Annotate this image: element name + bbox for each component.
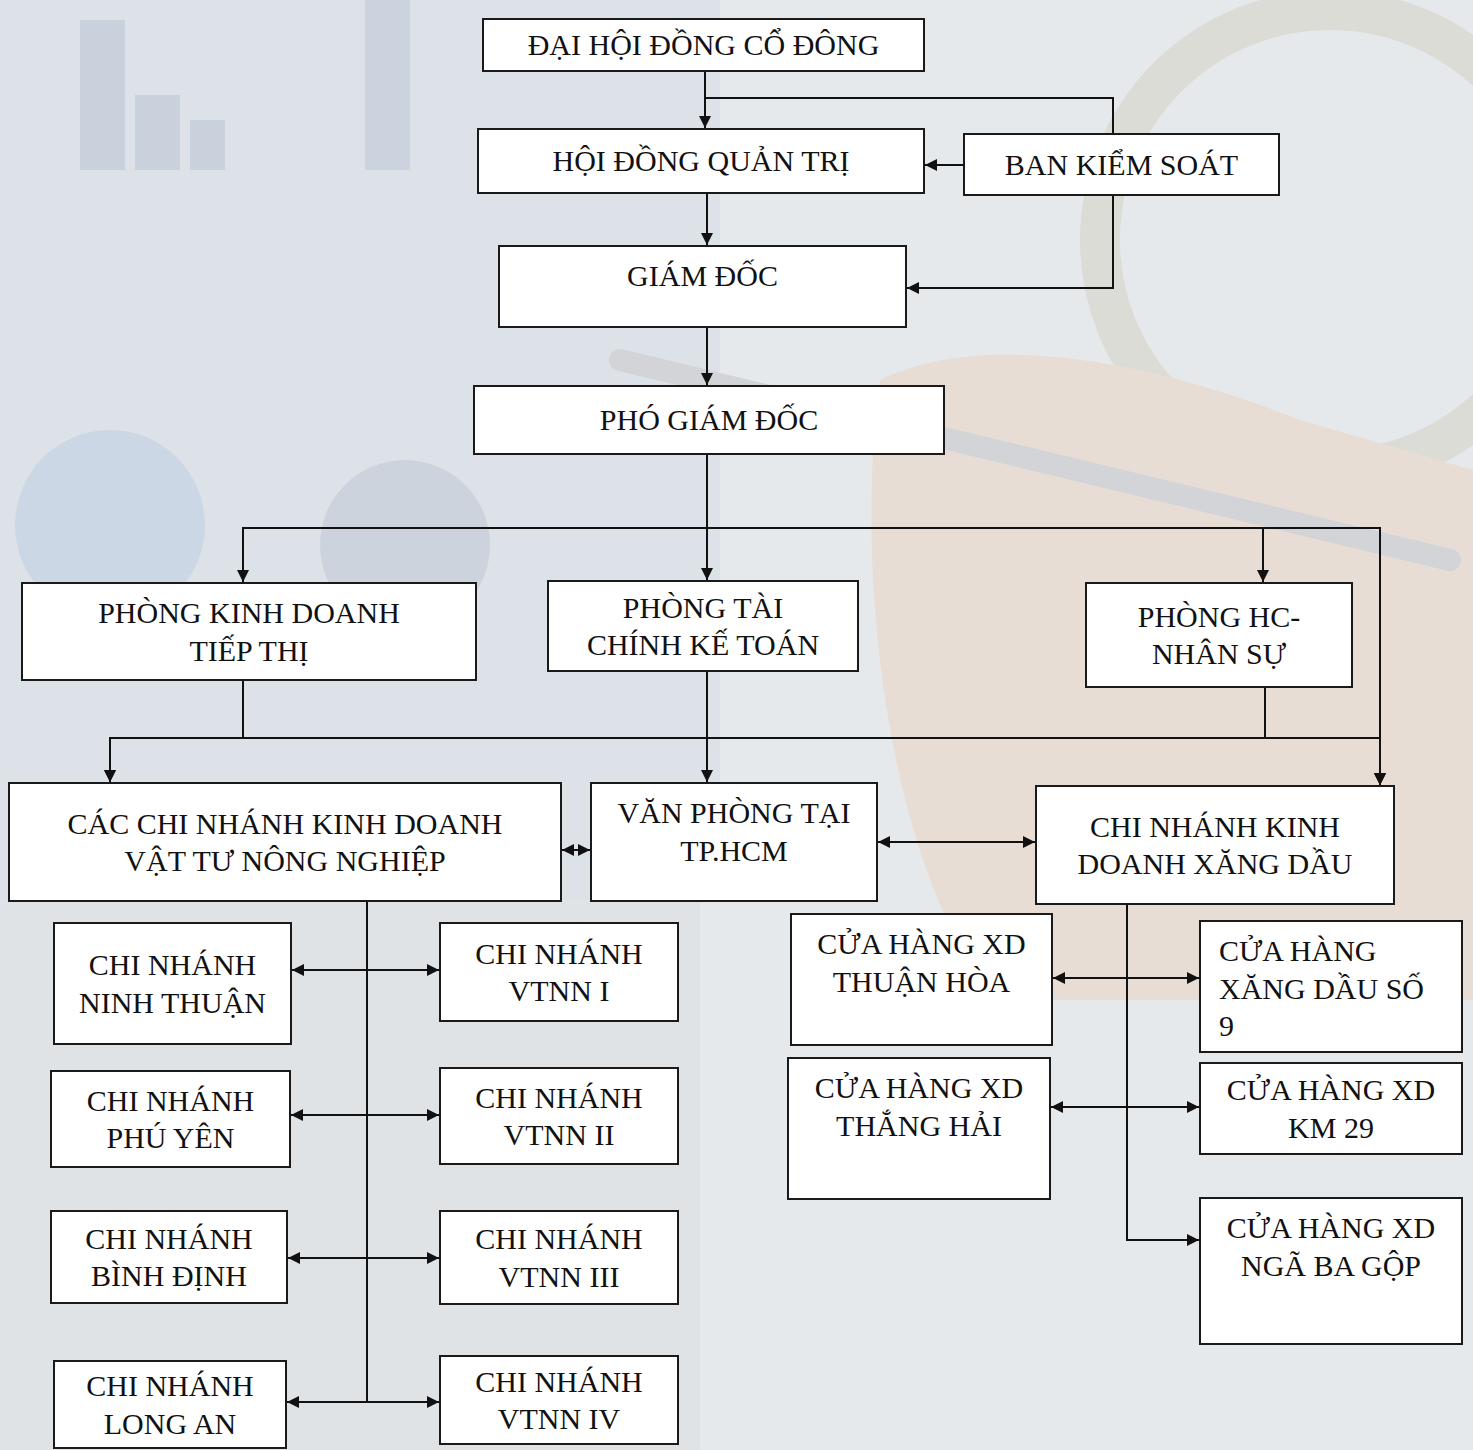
box-label: PHÒNG TÀI CHÍNH KẾ TOÁN [581, 589, 826, 664]
org-connector [925, 164, 963, 166]
org-box: CHI NHÁNH PHÚ YÊN [50, 1070, 291, 1168]
box-label: HỘI ĐỒNG QUẢN TRỊ [553, 142, 850, 180]
box-label: CỬA HÀNG XD KM 29 [1219, 1071, 1444, 1146]
box-label: CỬA HÀNG XD NGÃ BA GỘP [1219, 1209, 1444, 1284]
org-connector [706, 328, 708, 385]
org-connector [907, 196, 1113, 288]
box-label: PHÒNG HC- NHÂN SỰ [1109, 598, 1329, 673]
org-box: CỬA HÀNG XD NGÃ BA GỘP [1199, 1197, 1463, 1345]
box-label: CHI NHÁNH NINH THUẬN [73, 946, 273, 1021]
org-connector [367, 902, 439, 1258]
org-connector [707, 455, 1263, 582]
org-box: ĐẠI HỘI ĐỒNG CỔ ĐÔNG [482, 18, 925, 72]
org-box: PHÒNG KINH DOANH TIẾP THỊ [21, 582, 477, 681]
box-label: CỬA HÀNG XD THUẬN HÒA [809, 925, 1034, 1000]
chart-bar [80, 20, 125, 170]
org-connector [110, 688, 1265, 782]
box-label: GIÁM ĐỐC [627, 257, 778, 295]
org-box: GIÁM ĐỐC [498, 245, 907, 328]
org-connector [1127, 905, 1199, 978]
box-label: CHI NHÁNH VTNN I [459, 935, 659, 1010]
org-box: HỘI ĐỒNG QUẢN TRỊ [477, 128, 925, 194]
org-connector [1051, 905, 1127, 1107]
org-connector [292, 902, 367, 970]
org-box: CỬA HÀNG XD THẮNG HẢI [787, 1057, 1051, 1200]
box-label: PHÓ GIÁM ĐỐC [600, 401, 818, 439]
org-connector [1265, 688, 1380, 785]
org-connector [243, 681, 1380, 785]
box-label: PHÒNG KINH DOANH TIẾP THỊ [79, 594, 419, 669]
org-box: CỬA HÀNG XD KM 29 [1199, 1062, 1463, 1155]
chart-bar [365, 0, 410, 170]
keyboard-area [0, 900, 700, 1450]
org-connector [288, 902, 367, 1258]
org-connector [367, 902, 439, 1402]
org-box: CHI NHÁNH VTNN II [439, 1067, 679, 1165]
box-label: CHI NHÁNH VTNN II [459, 1079, 659, 1154]
org-box: CHI NHÁNH VTNN III [439, 1210, 679, 1305]
box-label: CHI NHÁNH VTNN IV [459, 1363, 659, 1438]
org-box: CHI NHÁNH NINH THUẬN [53, 922, 292, 1045]
org-box: BAN KIỂM SOÁT [963, 133, 1280, 196]
org-connector [706, 194, 708, 245]
org-connector [367, 902, 439, 970]
box-label: CHI NHÁNH BÌNH ĐỊNH [69, 1220, 269, 1295]
org-connector [705, 72, 1113, 133]
org-connector [367, 902, 439, 1115]
org-box: CỬA HÀNG XD THUẬN HÒA [790, 913, 1053, 1046]
box-label: BAN KIỂM SOÁT [1005, 146, 1238, 184]
org-box: CHI NHÁNH VTNN I [439, 922, 679, 1022]
org-connector [706, 672, 708, 782]
box-label: CỬA HÀNG XD THẮNG HẢI [807, 1069, 1032, 1144]
box-label: ĐẠI HỘI ĐỒNG CỔ ĐÔNG [528, 26, 880, 64]
connector-group [110, 72, 1380, 1402]
org-connector [1127, 905, 1199, 1107]
org-connector [110, 681, 243, 782]
box-label: CÁC CHI NHÁNH KINH DOANH VẬT TƯ NÔNG NGH… [50, 805, 520, 880]
org-box: CHI NHÁNH KINH DOANH XĂNG DẦU [1035, 785, 1395, 905]
org-connector [562, 849, 590, 851]
box-label: CỬA HÀNG XĂNG DẦU SỐ 9 [1219, 932, 1434, 1045]
chart-bar [135, 95, 180, 170]
org-box: PHÒNG TÀI CHÍNH KẾ TOÁN [547, 580, 859, 672]
org-box: VĂN PHÒNG TẠI TP.HCM [590, 782, 878, 902]
org-connector [287, 902, 367, 1402]
org-box: CHI NHÁNH LONG AN [53, 1360, 287, 1449]
org-connector [1127, 905, 1199, 1240]
box-label: CHI NHÁNH KINH DOANH XĂNG DẦU [1070, 808, 1360, 883]
chart-bar [190, 120, 225, 170]
org-connector [878, 841, 1035, 843]
box-label: CHI NHÁNH LONG AN [70, 1367, 270, 1442]
org-box: CHI NHÁNH BÌNH ĐỊNH [50, 1210, 288, 1304]
box-label: VĂN PHÒNG TẠI TP.HCM [609, 794, 859, 869]
org-box: CHI NHÁNH VTNN IV [439, 1355, 679, 1445]
box-label: CHI NHÁNH VTNN III [459, 1220, 659, 1295]
box-label: CHI NHÁNH PHÚ YÊN [71, 1082, 271, 1157]
org-connector [1053, 905, 1127, 978]
org-box: CỬA HÀNG XĂNG DẦU SỐ 9 [1199, 920, 1463, 1053]
org-box: CÁC CHI NHÁNH KINH DOANH VẬT TƯ NÔNG NGH… [8, 782, 562, 902]
org-box: PHÒNG HC- NHÂN SỰ [1085, 582, 1353, 688]
org-box: PHÓ GIÁM ĐỐC [473, 385, 945, 455]
org-connector [243, 455, 707, 582]
org-connector [291, 902, 367, 1115]
